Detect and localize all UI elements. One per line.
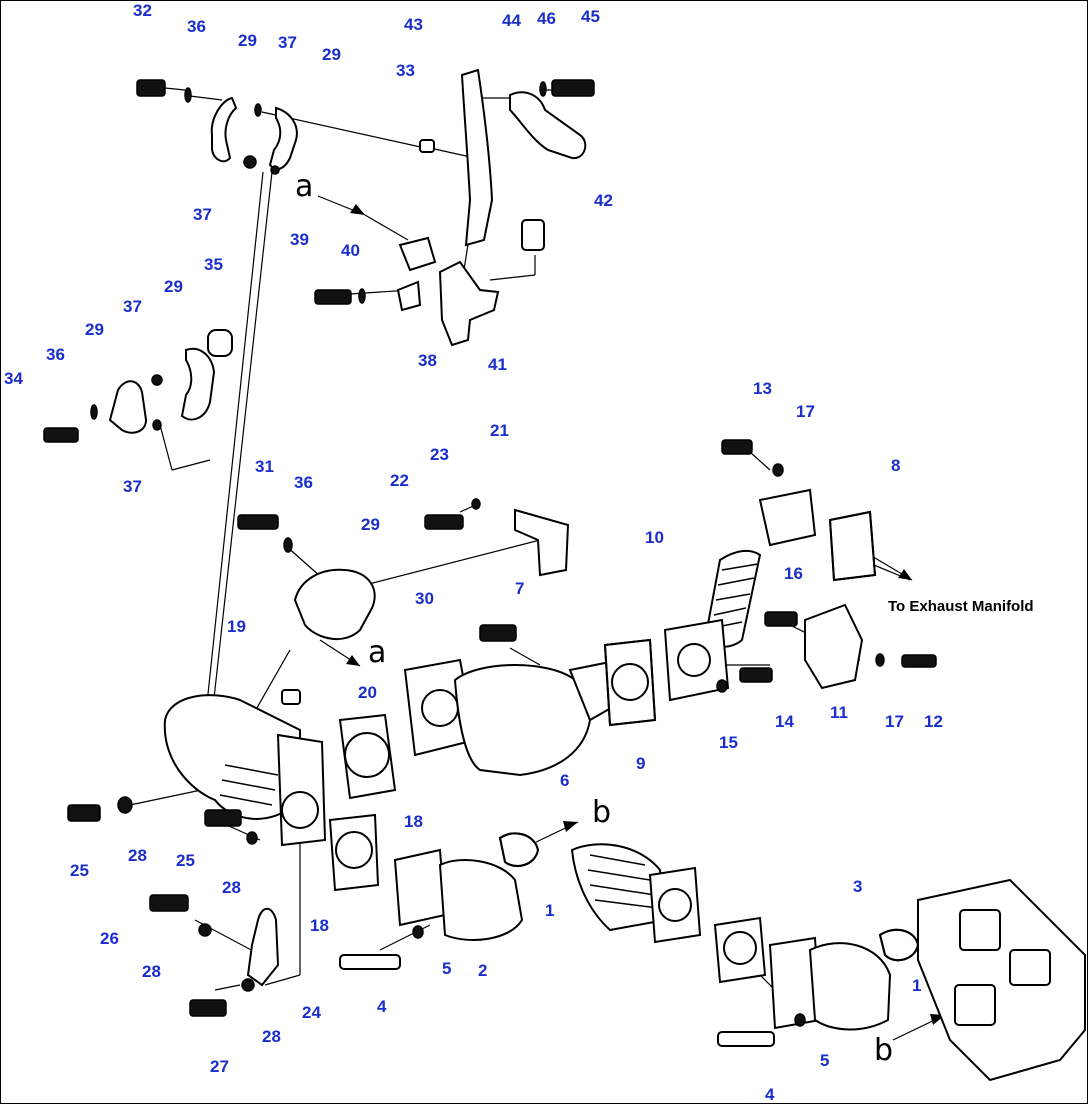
part-number-label: 5 (442, 959, 451, 978)
part-number-label: 28 (222, 878, 241, 897)
part-number-label: 41 (488, 355, 507, 374)
part-number-label: 29 (361, 515, 380, 534)
part-number-label: 30 (415, 589, 434, 608)
part-number-label: 16 (784, 564, 803, 583)
part-number-label: 1 (912, 976, 921, 995)
part-number-label: 35 (204, 255, 223, 274)
part-number-label: 4 (765, 1085, 775, 1104)
part-number-label: 45 (581, 7, 600, 26)
part-number-label: 3 (853, 877, 862, 896)
part-number-label: 34 (4, 369, 23, 388)
part-number-label: 17 (885, 712, 904, 731)
part-number-label: 22 (390, 471, 409, 490)
lower-right-valve (717, 878, 1086, 1082)
part-number-label: 26 (100, 929, 119, 948)
part-number-label: 38 (418, 351, 437, 370)
support-strap (460, 68, 595, 247)
part-number-label: 44 (502, 11, 521, 30)
part-number-label: 33 (396, 61, 415, 80)
part-number-label: 2 (478, 961, 487, 980)
part-number-label: 31 (255, 457, 274, 476)
part-number-label: 6 (560, 771, 569, 790)
lower-center-valve (339, 832, 767, 984)
part-number-label: 5 (820, 1051, 829, 1070)
part-number-label: 32 (133, 1, 152, 20)
to-exhaust-manifold-note: To Exhaust Manifold (888, 598, 1034, 615)
left-clamp-group (43, 329, 233, 443)
part-number-label: 23 (430, 445, 449, 464)
part-number-label: 36 (46, 345, 65, 364)
part-number-label: 36 (187, 17, 206, 36)
part-number-label: 29 (322, 45, 341, 64)
part-number-label: 27 (210, 1057, 229, 1076)
center-housing (403, 624, 657, 777)
part-number-label: 9 (636, 754, 645, 773)
part-number-label: 25 (176, 851, 195, 870)
part-number-label: 8 (891, 456, 900, 475)
part-number-label: 36 (294, 473, 313, 492)
ref-letter: b (592, 795, 611, 830)
middle-clamp-group (237, 498, 570, 641)
part-number-label: 17 (796, 402, 815, 421)
part-number-label: 25 (70, 861, 89, 880)
ref-letter: a (368, 635, 386, 670)
upper-clamp-group (136, 79, 435, 175)
part-number-label: 24 (302, 1003, 321, 1022)
part-number-label: 15 (719, 733, 738, 752)
part-number-label: 19 (227, 617, 246, 636)
part-number-label: 29 (85, 320, 104, 339)
part-number-label: 10 (645, 528, 664, 547)
part-number-label: 18 (310, 916, 329, 935)
mount-bracket-a (314, 219, 545, 347)
exhaust-bellows-pipe (663, 439, 937, 702)
part-number-label: 37 (123, 477, 142, 496)
part-number-label: 13 (753, 379, 772, 398)
part-number-label: 29 (238, 31, 257, 50)
lower-left-bracket (149, 894, 280, 1017)
ref-letter: b (874, 1033, 893, 1068)
part-number-label: 18 (404, 812, 423, 831)
part-number-label: 28 (262, 1027, 281, 1046)
part-number-label: 39 (290, 230, 309, 249)
gaskets (498, 510, 920, 962)
part-number-label: 37 (193, 205, 212, 224)
part-number-label: 12 (924, 712, 943, 731)
part-number-label: 46 (537, 9, 556, 28)
reference-arrows (317, 195, 946, 1041)
part-number-label: 37 (278, 33, 297, 52)
part-number-label: 42 (594, 191, 613, 210)
reference-letters: a a b b (295, 169, 893, 1068)
part-number-label: 20 (358, 683, 377, 702)
part-number-label: 4 (377, 997, 387, 1016)
part-number-label: 21 (490, 421, 509, 440)
part-number-label: 28 (142, 962, 161, 981)
part-number-label: 1 (545, 901, 554, 920)
part-number-label: 37 (123, 297, 142, 316)
part-number-label: 40 (341, 241, 360, 260)
part-number-label: 11 (830, 703, 848, 722)
lower-left-elbow (67, 689, 397, 892)
part-number-label: 28 (128, 846, 147, 865)
part-number-label: 29 (164, 277, 183, 296)
part-number-label: 43 (404, 15, 423, 34)
part-number-label: 7 (515, 579, 524, 598)
part-number-label: 14 (775, 712, 794, 731)
ref-letter: a (295, 169, 313, 204)
